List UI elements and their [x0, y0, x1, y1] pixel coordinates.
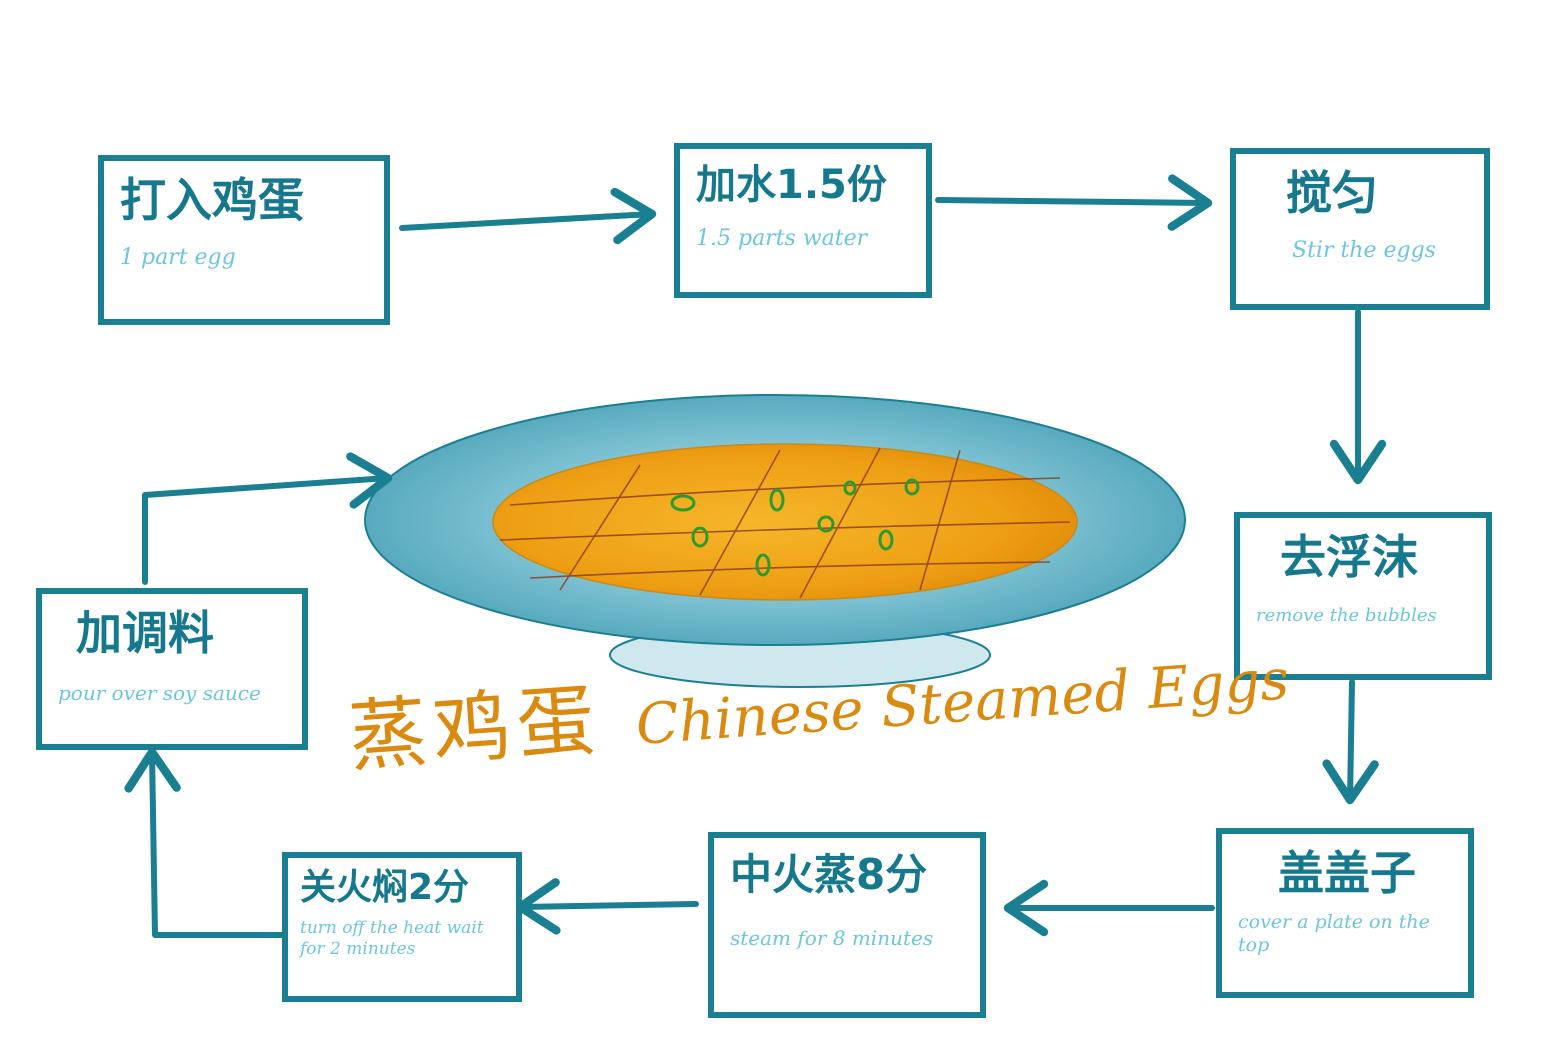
arrow-step4-to-step5 — [1322, 679, 1379, 805]
egg-custard — [492, 443, 1078, 601]
arrow-step1-to-step2 — [399, 187, 657, 245]
step-7-zh: 关火焖2分 — [300, 867, 470, 908]
step-2-zh: 加水1.5份 — [696, 162, 887, 208]
step-4-en: remove the bubbles — [1256, 604, 1437, 626]
arrow-step6-to-step7 — [515, 878, 699, 935]
title-zh: 蒸鸡蛋 — [346, 675, 604, 783]
step-box-1: 打入鸡蛋 1 part egg — [98, 155, 390, 325]
scallion-pieces — [670, 478, 920, 577]
step-3-en: Stir the eggs — [1292, 237, 1436, 263]
steamed-egg-plate-illustration — [364, 394, 1186, 688]
soy-sauce-lines — [499, 447, 1071, 599]
step-box-6: 中火蒸8分 steam for 8 minutes — [708, 832, 986, 1018]
flow-arrows — [124, 174, 1387, 938]
title-en: Chinese Steamed Eggs — [633, 647, 1292, 758]
step-box-7: 关火焖2分 turn off the heat wait for 2 minut… — [282, 852, 522, 1002]
step-box-3: 搅匀 Stir the eggs — [1230, 148, 1490, 310]
step-8-en: pour over soy sauce — [58, 680, 261, 705]
step-5-zh: 盖盖子 — [1278, 846, 1416, 900]
step-4-zh: 去浮沫 — [1280, 530, 1418, 584]
step-box-5: 盖盖子 cover a plate on the top — [1216, 828, 1474, 998]
arrow-step8-to-plate — [142, 452, 393, 585]
step-3-zh: 搅匀 — [1286, 166, 1378, 220]
step-8-zh: 加调料 — [76, 606, 214, 660]
step-box-4: 去浮沫 remove the bubbles — [1234, 512, 1492, 680]
step-1-en: 1 part egg — [120, 244, 236, 270]
step-box-2: 加水1.5份 1.5 parts water — [674, 143, 932, 298]
step-2-en: 1.5 parts water — [696, 226, 868, 251]
step-1-zh: 打入鸡蛋 — [120, 173, 304, 227]
arrow-step7-to-step8 — [124, 747, 285, 938]
step-6-en: steam for 8 minutes — [730, 926, 934, 951]
arrow-step2-to-step3 — [935, 174, 1213, 231]
step-box-8: 加调料 pour over soy sauce — [36, 588, 308, 750]
step-6-zh: 中火蒸8分 — [730, 850, 928, 899]
step-5-en: cover a plate on the top — [1238, 910, 1430, 957]
step-7-en: turn off the heat wait for 2 minutes — [300, 917, 484, 959]
